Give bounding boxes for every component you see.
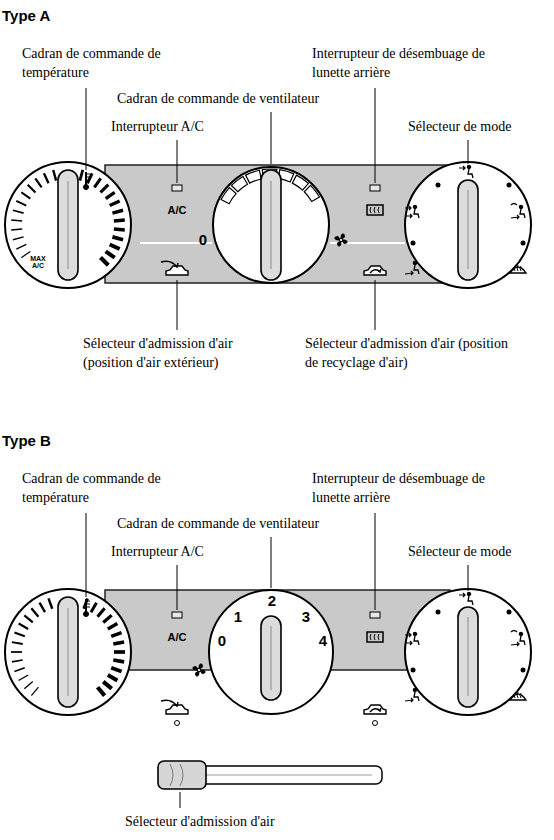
dial-tick: [14, 668, 24, 672]
dial-tick: [110, 244, 120, 249]
fan-speed-segment: [292, 175, 308, 190]
dial-tick: [11, 219, 22, 222]
callout-label: Interrupteur A/C: [111, 117, 261, 136]
callout-label: Interrupteur de désembuage de lunette ar…: [312, 44, 522, 82]
dial-tick: [114, 227, 125, 232]
panel-type-b: [5, 589, 531, 726]
callout-label: Sélecteur d'admission d'air: [125, 812, 345, 831]
dial-tick: [19, 675, 29, 681]
dial-tick: [113, 642, 124, 644]
dial-tick: [19, 624, 29, 630]
callout-label: Sélecteur d'admission d'air (position de…: [305, 334, 510, 372]
dial-tick: [113, 660, 124, 662]
dial-tick: [13, 237, 24, 240]
dial-tick: [112, 210, 123, 213]
panel-type-a: [5, 162, 531, 288]
dial-tick: [108, 675, 118, 681]
callout-label: Cadran de commande de ventilateur: [117, 89, 357, 108]
callout-label: Cadran de commande de température: [22, 469, 197, 507]
dial-tick: [21, 192, 30, 198]
fan-speed-segment: [246, 170, 262, 183]
dial-tick: [12, 660, 23, 662]
dial-tick: [106, 251, 115, 257]
dial-tick: [53, 170, 56, 181]
dial-tick: [16, 244, 26, 249]
fan-speed-mark: 1: [234, 609, 242, 625]
callout-label: Interrupteur A/C: [111, 542, 261, 561]
fan-speed-segment: [221, 188, 236, 204]
dial-tick: [101, 258, 109, 266]
dial-tick: [13, 210, 24, 213]
dial-tick: [87, 173, 92, 183]
dial-tick: [28, 185, 36, 193]
dial-tick: [103, 682, 111, 689]
dial-tick: [11, 651, 22, 653]
fan-speed-segment: [304, 185, 319, 201]
section-heading: Type A: [2, 6, 50, 25]
dial-tick: [94, 178, 100, 187]
fan-speed-mark: 0: [218, 633, 226, 649]
dial-tick: [112, 237, 123, 240]
dial-tick: [98, 608, 105, 616]
switch-legend: A/C: [168, 204, 187, 216]
dial-tick: [106, 192, 115, 198]
callout-label: Sélecteur de mode: [408, 542, 548, 561]
fan-speed-mark: 2: [268, 593, 276, 609]
callout-label: Cadran de commande de température: [22, 44, 197, 82]
dial-tick: [44, 173, 49, 183]
dial-tick: [35, 178, 41, 187]
dial-tick: [11, 228, 22, 230]
dial-tick: [24, 682, 32, 689]
fan-speed-segment: [231, 177, 247, 192]
dial-mark: MAX A/C: [27, 255, 49, 269]
dial-tick: [91, 603, 97, 613]
callout-label: Interrupteur de désembuage de lunette ar…: [312, 469, 522, 507]
dial-tick: [12, 642, 23, 644]
leader-lines: [86, 88, 468, 808]
dial-tick: [101, 185, 109, 193]
switch-legend: A/C: [168, 631, 187, 643]
dial-tick: [31, 687, 38, 695]
dial-tick: [111, 633, 121, 637]
dial-tick: [31, 608, 38, 616]
fan-speed-mark: 0: [199, 232, 207, 248]
dial-tick: [21, 251, 30, 257]
section-heading: Type B: [2, 431, 51, 450]
dial-tick: [111, 668, 121, 672]
dial-tick: [24, 615, 32, 622]
dial-tick: [110, 201, 120, 206]
air-intake-slider: [158, 761, 382, 789]
dial-tick: [40, 603, 46, 613]
callout-label: Sélecteur d'admission d'air (position d'…: [83, 334, 278, 372]
dial-tick: [114, 218, 125, 223]
callout-label: Sélecteur de mode: [408, 117, 548, 136]
dial-tick: [98, 687, 105, 695]
dial-tick: [14, 633, 24, 637]
dial-tick: [103, 615, 111, 622]
dial-tick: [80, 170, 83, 181]
dial-tick: [108, 624, 118, 630]
dial-tick: [114, 650, 125, 654]
callout-label: Cadran de commande de ventilateur: [117, 514, 357, 533]
dial-tick: [49, 598, 53, 608]
fan-speed-mark: 3: [302, 609, 310, 625]
fan-speed-mark: 4: [319, 633, 327, 649]
dial-tick: [16, 201, 26, 206]
